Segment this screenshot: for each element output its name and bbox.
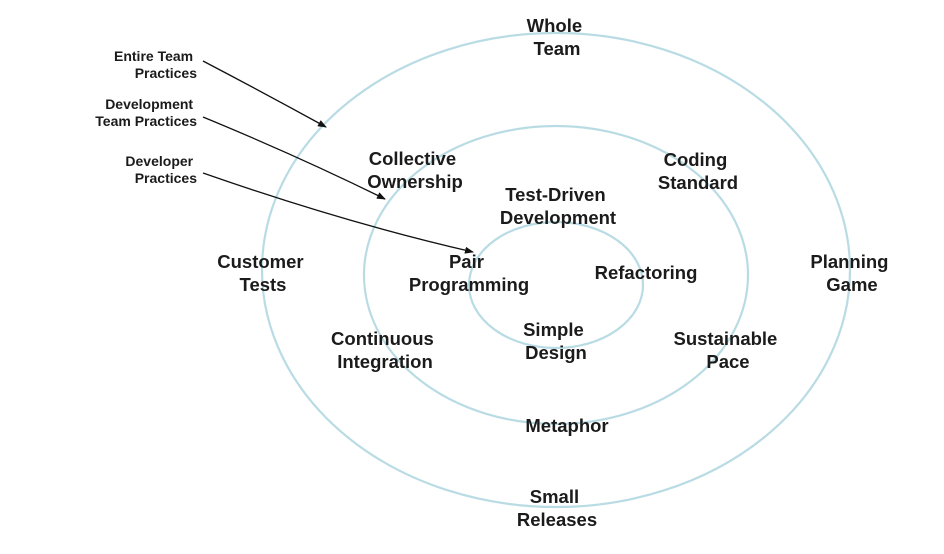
practice-test-driven-development: Test-Driven Development — [500, 184, 616, 228]
practice-refactoring: Refactoring — [595, 262, 698, 283]
middle-ring — [362, 124, 750, 426]
practice-sustainable-pace: Sustainable Pace — [674, 328, 783, 372]
practice-whole-team: Whole Team — [527, 15, 588, 59]
practice-customer-tests: Customer Tests — [217, 251, 309, 295]
legend-developer: Developer Practices — [125, 153, 197, 186]
development-team-arrow — [202, 116, 386, 200]
developer-arrow — [202, 172, 474, 254]
practice-metaphor: Metaphor — [525, 415, 608, 436]
entire-team-arrow — [202, 60, 327, 128]
practice-planning-game: Planning Game — [810, 251, 893, 295]
inner-ring — [467, 220, 645, 350]
practice-coding-standard: Coding Standard — [658, 149, 738, 193]
practice-small-releases: Small Releases — [517, 486, 597, 530]
outer-ring — [260, 31, 852, 509]
practice-simple-design: Simple Design — [523, 319, 589, 363]
practice-continuous-integration: Continuous Integration — [331, 328, 439, 372]
legend-entire-team: Entire Team Practices — [114, 48, 197, 81]
practice-collective-ownership: Collective Ownership — [367, 148, 463, 192]
practice-pair-programming: Pair Programming — [409, 251, 529, 295]
legend-development-team: Development Team Practices — [95, 96, 197, 129]
